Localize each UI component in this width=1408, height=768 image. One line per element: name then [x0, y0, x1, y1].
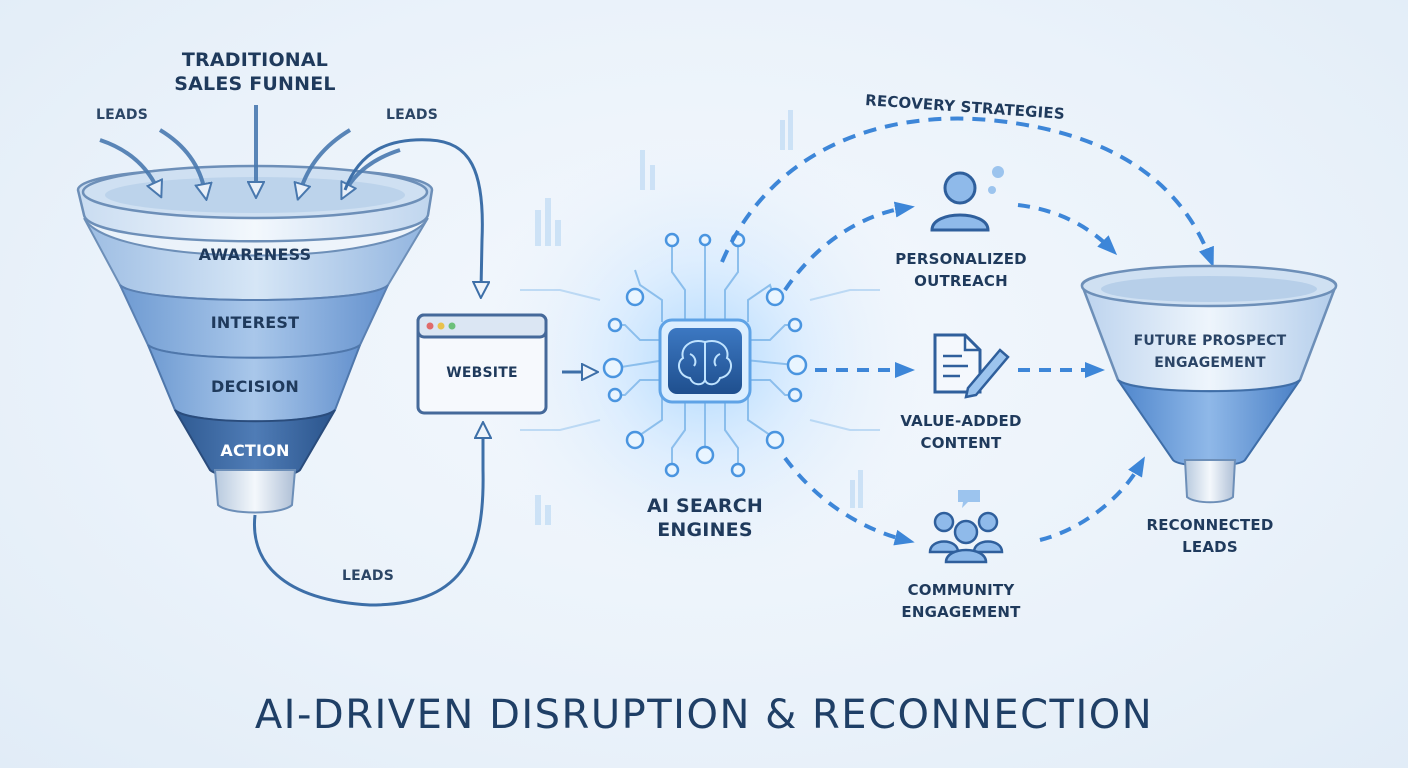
group-chat-icon: [928, 490, 1004, 564]
strategy-0-line2: OUTREACH: [914, 272, 1008, 290]
leads-label-right: LEADS: [385, 107, 439, 123]
document-pencil-icon: [933, 333, 1010, 399]
website-label: WEBSITE: [446, 365, 518, 381]
strategy-0-line1: PERSONALIZED: [895, 250, 1027, 268]
strategy-value-added-content: VALUE-ADDED CONTENT: [876, 410, 1046, 454]
future-label-line2: ENGAGEMENT: [1154, 355, 1266, 371]
lead-arrows-in: [99, 105, 401, 192]
ai-chip-icon: [658, 318, 752, 404]
window-dot-green: [448, 322, 456, 330]
future-prospect-label: FUTURE PROSPECT ENGAGEMENT: [1115, 330, 1305, 374]
leads-label-bottom: LEADS: [341, 568, 395, 584]
brain-icon: [677, 340, 733, 386]
result-line2: LEADS: [1182, 538, 1238, 556]
arrow-funnel-to-website: [343, 138, 482, 290]
strategy-1-line1: VALUE-ADDED: [900, 412, 1022, 430]
website-window: [416, 313, 548, 415]
strategy-community-engagement: COMMUNITY ENGAGEMENT: [876, 579, 1046, 623]
arrow-spout-to-website: [252, 430, 483, 607]
future-label-line1: FUTURE PROSPECT: [1133, 333, 1287, 349]
background-bars: [535, 110, 863, 525]
reconnected-leads-label: RECONNECTED LEADS: [1110, 514, 1310, 558]
funnel-title-line2: SALES FUNNEL: [174, 73, 336, 95]
stage-awareness: AWARENESS: [198, 245, 312, 264]
person-chat-icon: [930, 166, 1004, 232]
ai-label-line1: AI SEARCH: [646, 495, 764, 517]
future-funnel-spout: [1183, 459, 1237, 504]
stage-action: ACTION: [220, 441, 290, 460]
funnel-title-line1: TRADITIONAL: [181, 49, 329, 71]
window-dot-yellow: [437, 322, 445, 330]
funnel-title: TRADITIONAL SALES FUNNEL: [150, 48, 360, 96]
page-title: AI-DRIVEN DISRUPTION & RECONNECTION: [254, 692, 1154, 738]
strategy-2-line2: ENGAGEMENT: [901, 603, 1021, 621]
stage-interest: INTEREST: [210, 313, 300, 332]
arrows-ai-to-strategies: [783, 201, 915, 546]
window-dot-red: [426, 322, 434, 330]
ai-label-line2: ENGINES: [657, 519, 753, 541]
arrows-strategies-to-funnel: [1017, 203, 1145, 542]
strategy-1-line2: CONTENT: [920, 434, 1002, 452]
leads-label-left: LEADS: [95, 107, 149, 123]
future-funnel: [1080, 264, 1338, 504]
result-line1: RECONNECTED: [1146, 516, 1274, 534]
strategy-2-line1: COMMUNITY: [907, 581, 1015, 599]
circuit-nodes: [602, 232, 808, 478]
ai-search-label: AI SEARCH ENGINES: [620, 494, 790, 542]
stage-decision: DECISION: [211, 377, 299, 396]
strategy-personalized-outreach: PERSONALIZED OUTREACH: [876, 248, 1046, 292]
funnel-spout: [213, 469, 297, 514]
